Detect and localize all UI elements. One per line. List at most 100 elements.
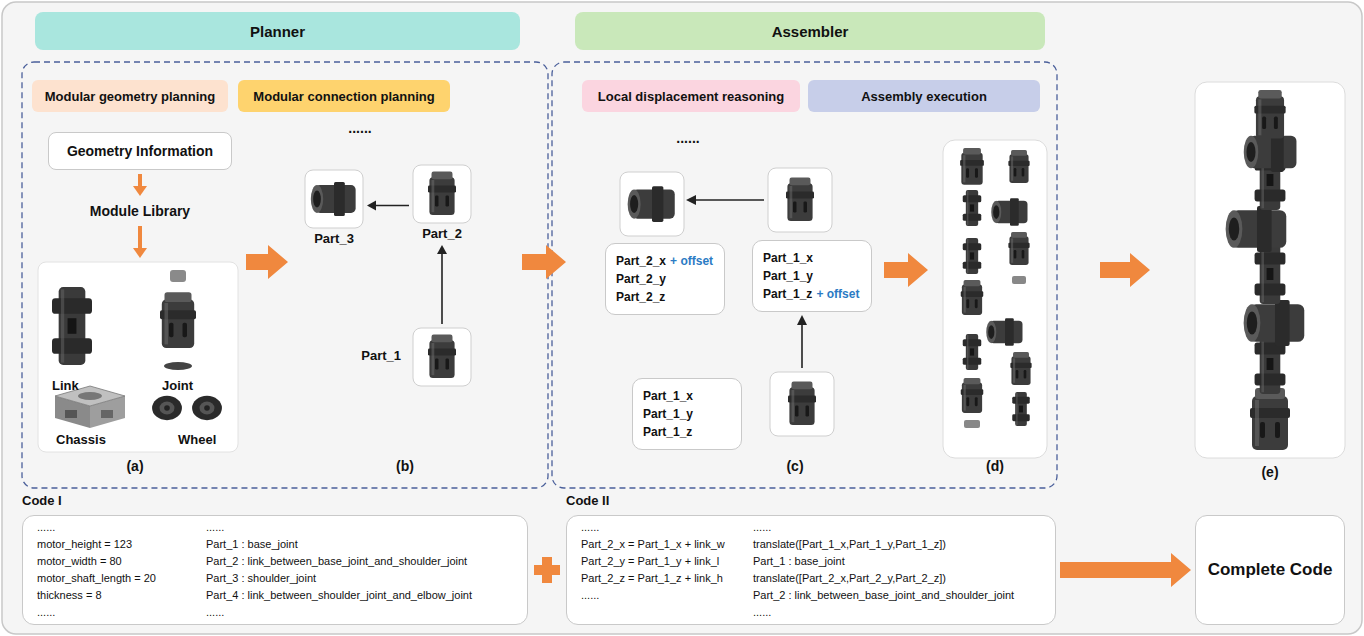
text-slot: Link (52, 378, 79, 393)
module-name: Chassis (56, 432, 106, 447)
arrow-connector (367, 201, 409, 211)
link-module (963, 190, 982, 226)
text-slot: Part_2_z = Part_1_z + link_h (581, 571, 723, 585)
arrow-head (437, 245, 447, 254)
flow-arrow (1100, 253, 1150, 287)
image-frame (413, 328, 471, 386)
coordinate-name: Part_1_z (763, 285, 812, 303)
code-line: Part_2 : link_between_base_joint_and_sho… (206, 554, 467, 568)
code-line: ...... (753, 605, 771, 619)
code-box: Code II......Part_2_x = Part_1_x + link_… (566, 515, 1056, 625)
step-tag: Modular connection planning (238, 80, 450, 112)
joint-module (428, 172, 456, 215)
arrow-head (367, 201, 376, 211)
side-joint (1226, 206, 1287, 252)
module-name: Wheel (178, 432, 216, 447)
code-line: ...... (753, 520, 771, 534)
step-tag: Local displacement reasoning (582, 80, 800, 112)
joint-disc (164, 362, 192, 370)
code-line: ...... (206, 605, 224, 619)
panel-label: (a) (126, 458, 143, 474)
text-slot: ...... (206, 520, 224, 534)
text-slot: Joint (162, 378, 193, 393)
joint-module (1010, 352, 1031, 385)
wheel-module (192, 396, 222, 420)
connector-line (441, 252, 443, 324)
text-slot: (a) (126, 458, 143, 474)
offset-term: + offset (816, 285, 859, 303)
text-slot: (d) (986, 458, 1004, 474)
panel-label: ...... (348, 120, 371, 136)
image-frame (305, 170, 363, 228)
node-text: Local displacement reasoning (598, 89, 784, 104)
code-line: translate([Part_1_x,Part_1_y,Part_1_z]) (753, 537, 946, 551)
code-line: motor_height = 123 (37, 537, 132, 551)
image-frame (413, 165, 471, 223)
coordinate-box: Part_2_x+ offsetPart_2_yPart_2_z (605, 243, 725, 315)
bracket-piece (1012, 276, 1026, 284)
code-line: Part_2_z = Part_1_z + link_h (581, 571, 723, 585)
text-slot: Code I (22, 494, 62, 508)
code-title: Code II (566, 494, 609, 508)
link-module (52, 287, 92, 365)
code-line: translate([Part_2_x,Part_2_y,Part_2_z]) (753, 571, 946, 585)
text-slot: thickness = 8 (37, 588, 102, 602)
side-joint (1244, 300, 1305, 346)
text-slot: ...... (753, 605, 771, 619)
offset-term: + offset (670, 252, 713, 270)
node-text: Module Library (90, 203, 190, 219)
code-line: Part_1 : base_joint (206, 537, 298, 551)
panel-label: (c) (786, 458, 803, 474)
coordinate-name: Part_1_x (763, 249, 813, 267)
image-frame (38, 262, 238, 452)
joint-module (1008, 232, 1029, 265)
arrow-line (801, 323, 803, 368)
joint-module (960, 148, 984, 185)
arrow-head (797, 315, 807, 325)
text-slot: ...... (206, 605, 224, 619)
plus-symbol (542, 557, 552, 583)
code-line: ...... (581, 520, 599, 534)
text-slot: ...... (37, 605, 55, 619)
output-box: Complete Code (1195, 515, 1345, 625)
text-slot: Wheel (178, 432, 216, 447)
part-label: Part_1 (361, 348, 401, 363)
coordinate-name: Part_2_x (616, 252, 666, 270)
text-slot: motor_height = 123 (37, 537, 132, 551)
arrow-connector (133, 226, 147, 258)
joint-module (1008, 150, 1029, 183)
panel-label: (d) (986, 458, 1004, 474)
coordinate-name: Part_2_z (616, 288, 665, 306)
code-line: Part_2 : link_between_base_joint_and_sho… (753, 588, 1014, 602)
flow-arrow (884, 253, 928, 287)
text-slot: Part_2 : link_between_base_joint_and_sho… (753, 588, 1014, 602)
part-label: Part_2 (413, 226, 471, 241)
connector-line (138, 174, 142, 188)
code-line: motor_shaft_length = 20 (37, 571, 156, 585)
part-box: Part_3 (305, 170, 363, 246)
text-slot: Part_1 : base_joint (206, 537, 298, 551)
text-slot: Part_3 : shoulder_joint (206, 571, 316, 585)
node-text: Modular geometry planning (45, 89, 215, 104)
text-slot: ...... (753, 520, 771, 534)
text-slot: Chassis (56, 432, 106, 447)
step-tag: Assembly execution (808, 80, 1040, 112)
panel-label: (e) (1261, 464, 1278, 480)
coordinate-name: Part_1_y (643, 405, 693, 423)
code-line: Part_2_x = Part_1_x + link_w (581, 537, 725, 551)
joint-module (788, 382, 816, 425)
code-line: Part_2_y = Part_1_y + link_l (581, 554, 719, 568)
section-header: Assembler (575, 12, 1045, 50)
panel-label: ...... (676, 130, 699, 146)
info-box: Geometry Information (48, 132, 232, 170)
node-text: Assembly execution (861, 89, 987, 104)
coordinate-name: Part_1_z (643, 423, 692, 441)
part-box: Part_1 (413, 328, 471, 386)
side-joint (628, 186, 675, 222)
module-name: Link (52, 378, 79, 393)
step-tag: Modular geometry planning (32, 80, 228, 112)
text-slot: (e) (1261, 464, 1278, 480)
module-panel: Link JointChassis Wheel (38, 262, 238, 452)
image-frame (620, 172, 684, 236)
text-slot: Code II (566, 494, 609, 508)
